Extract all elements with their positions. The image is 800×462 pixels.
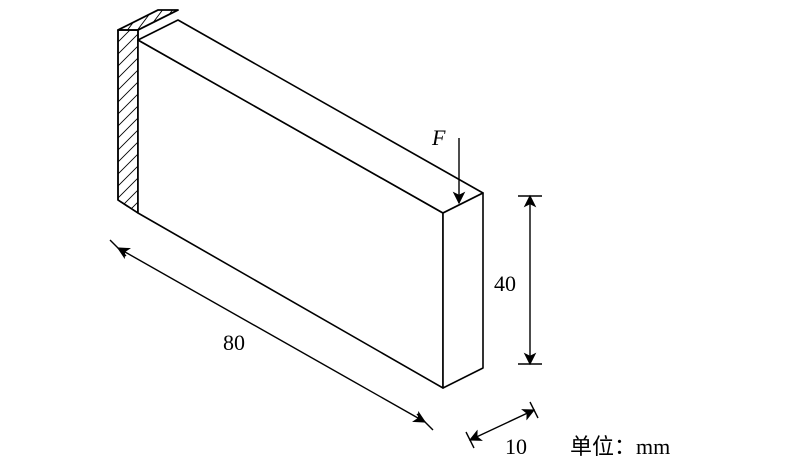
length-label: 80 [223, 330, 245, 355]
height-label: 40 [494, 271, 516, 296]
thickness-dimension [465, 401, 539, 449]
beam-block [137, 19, 484, 389]
force-label: F [431, 125, 446, 150]
length-dimension [109, 239, 434, 431]
unit-label: 单位：mm [570, 434, 670, 459]
beam-end-face [442, 192, 484, 389]
height-dimension [518, 194, 542, 366]
thickness-label: 10 [505, 434, 527, 459]
